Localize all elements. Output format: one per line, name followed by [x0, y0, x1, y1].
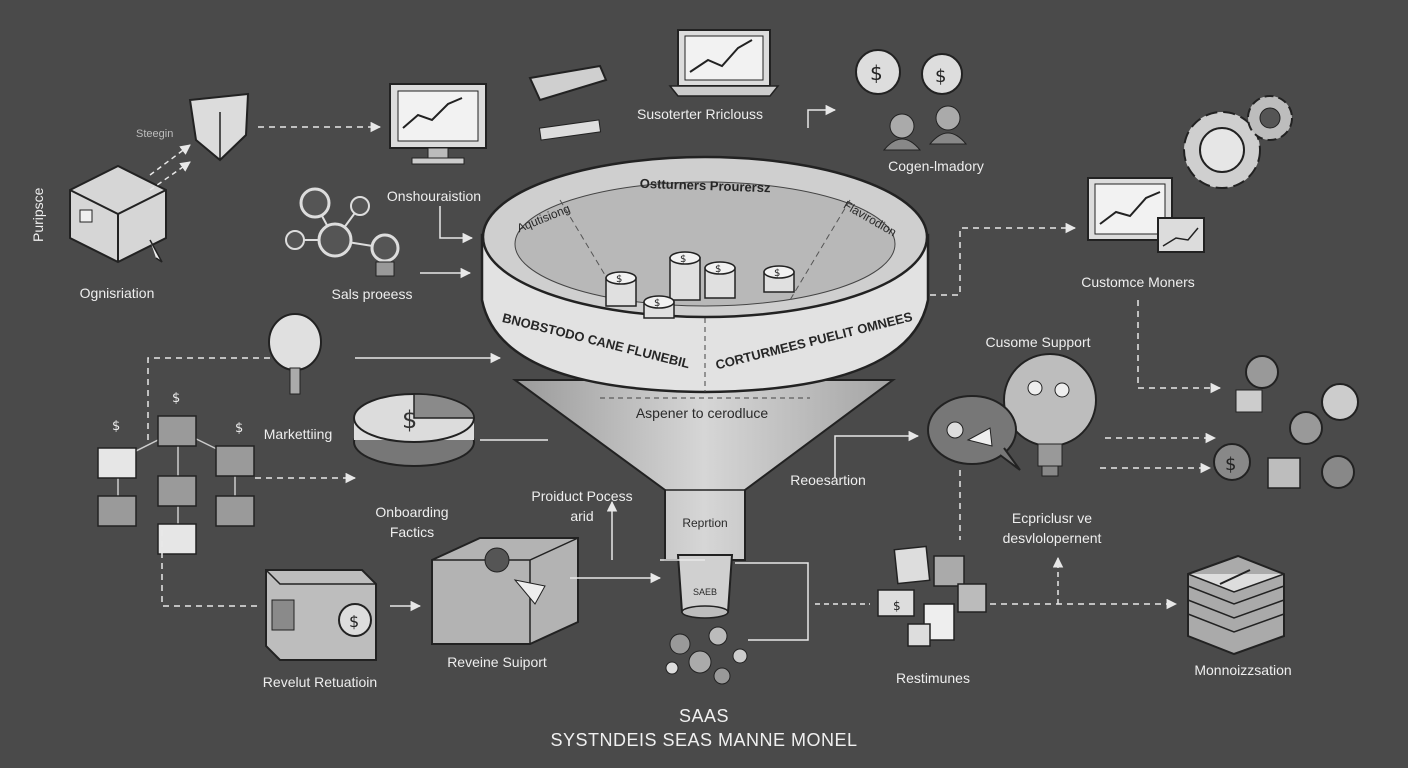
- bubbles-cluster-icon: [665, 626, 748, 685]
- people-nodes-icon: $: [1213, 355, 1359, 489]
- svg-text:$: $: [349, 612, 359, 631]
- revenue-cube-icon: $: [265, 569, 377, 661]
- exploratory-line-1: Ecpriclusr ve: [1011, 510, 1093, 526]
- customer-process-label: Susoterter Rriclouss: [636, 106, 764, 122]
- coin-stack-icon: $: [643, 295, 675, 319]
- sales-process-label: Sals proeess: [331, 286, 413, 302]
- svg-text:$: $: [680, 254, 686, 265]
- cogen-label: Cogen-lmadory: [888, 158, 984, 174]
- svg-text:$: $: [235, 421, 243, 436]
- svg-text:$: $: [402, 406, 417, 434]
- research-label: Reoesartion: [790, 472, 866, 488]
- carrot-tool-icon: [528, 64, 608, 141]
- product-process-line-1: Proiduct Pocess: [531, 488, 633, 504]
- coin-stack-icon: $: [605, 271, 637, 307]
- exploratory-line-2: desvlolopernent: [1002, 530, 1102, 546]
- purpose-label: Puripsce: [30, 187, 46, 242]
- laptop-chart-icon: [668, 29, 780, 97]
- lightbulb-people-icon: [1003, 353, 1097, 477]
- funnel-rim-top-text: Ostturners Prourersz: [640, 176, 772, 196]
- customer-money-label: Customce Moners: [1081, 274, 1195, 290]
- svg-text:$: $: [112, 419, 120, 434]
- svg-text:$: $: [935, 66, 946, 87]
- strategy-shape-icon: [188, 92, 250, 162]
- support-box-icon: [431, 537, 579, 645]
- tree-icon: [268, 313, 322, 395]
- restimunes-label: Restimunes: [896, 670, 970, 686]
- funnel-middle-text: Aspener to cerodluce: [636, 405, 769, 421]
- monitors-chart-icon: [1087, 177, 1205, 253]
- marketing-label: Markettiing: [263, 426, 333, 442]
- onboarding-line-2: Factics: [389, 524, 435, 540]
- svg-text:$: $: [893, 599, 901, 613]
- organisation-label: Ognisriation: [79, 285, 155, 301]
- monetization-label: Monnoizzsation: [1194, 662, 1292, 678]
- onshouristion-label: Onshouraistion: [386, 188, 482, 204]
- sales-funnel: $ $ $ $ $ Ostturners Prourersz Aqutision…: [480, 155, 930, 619]
- revenue-support-label: Reveine Suiport: [447, 654, 547, 670]
- dollar-gears-icon: $ $: [855, 49, 968, 151]
- svg-text:$: $: [715, 264, 721, 275]
- diagram-title-line-1: SAAS: [678, 706, 730, 726]
- flow-arrows: [147, 104, 1222, 641]
- exploratory-development-label: Ecpriclusr ve desvlolopernent: [1003, 508, 1102, 548]
- funnel-spout-text: SAEB: [693, 587, 717, 597]
- svg-text:$: $: [654, 298, 660, 309]
- svg-text:$: $: [1225, 454, 1236, 475]
- revenue-retention-label: Revelut Retuatioin: [262, 674, 378, 690]
- customer-support-label: Cusome Support: [985, 334, 1091, 350]
- network-nodes-icon: [285, 187, 400, 277]
- onboarding-label: Onboarding Factics: [375, 502, 448, 542]
- coin-stack-icon: $: [669, 251, 701, 301]
- coin-stack-icon: $: [763, 265, 795, 293]
- onboarding-line-1: Onboarding: [375, 504, 449, 520]
- speech-bubble-icon: [927, 395, 1021, 471]
- documents-icon: $: [877, 545, 987, 647]
- product-process-line-2: arid: [570, 508, 594, 524]
- dollar-cubes-network-icon: $ $ $: [97, 391, 255, 555]
- product-process-label: Proiduct Pocess arid: [531, 486, 632, 526]
- svg-text:$: $: [870, 61, 883, 85]
- coin-stack-icon: $: [704, 261, 736, 299]
- dollar-pie-icon: $: [353, 393, 475, 467]
- strategy-label: Steegin: [136, 128, 174, 140]
- svg-text:$: $: [172, 391, 180, 406]
- gears-icon: [1183, 95, 1293, 189]
- funnel-lower-text: Reprtion: [682, 516, 727, 530]
- purpose-box-icon: [69, 164, 167, 264]
- diagram-title-line-2: SYSTNDEIS SEAS MANNE MONEL: [550, 730, 858, 750]
- svg-text:$: $: [616, 274, 622, 285]
- svg-text:$: $: [774, 268, 780, 279]
- monitor-chart-icon: [389, 83, 487, 165]
- stacked-layers-icon: [1187, 554, 1285, 656]
